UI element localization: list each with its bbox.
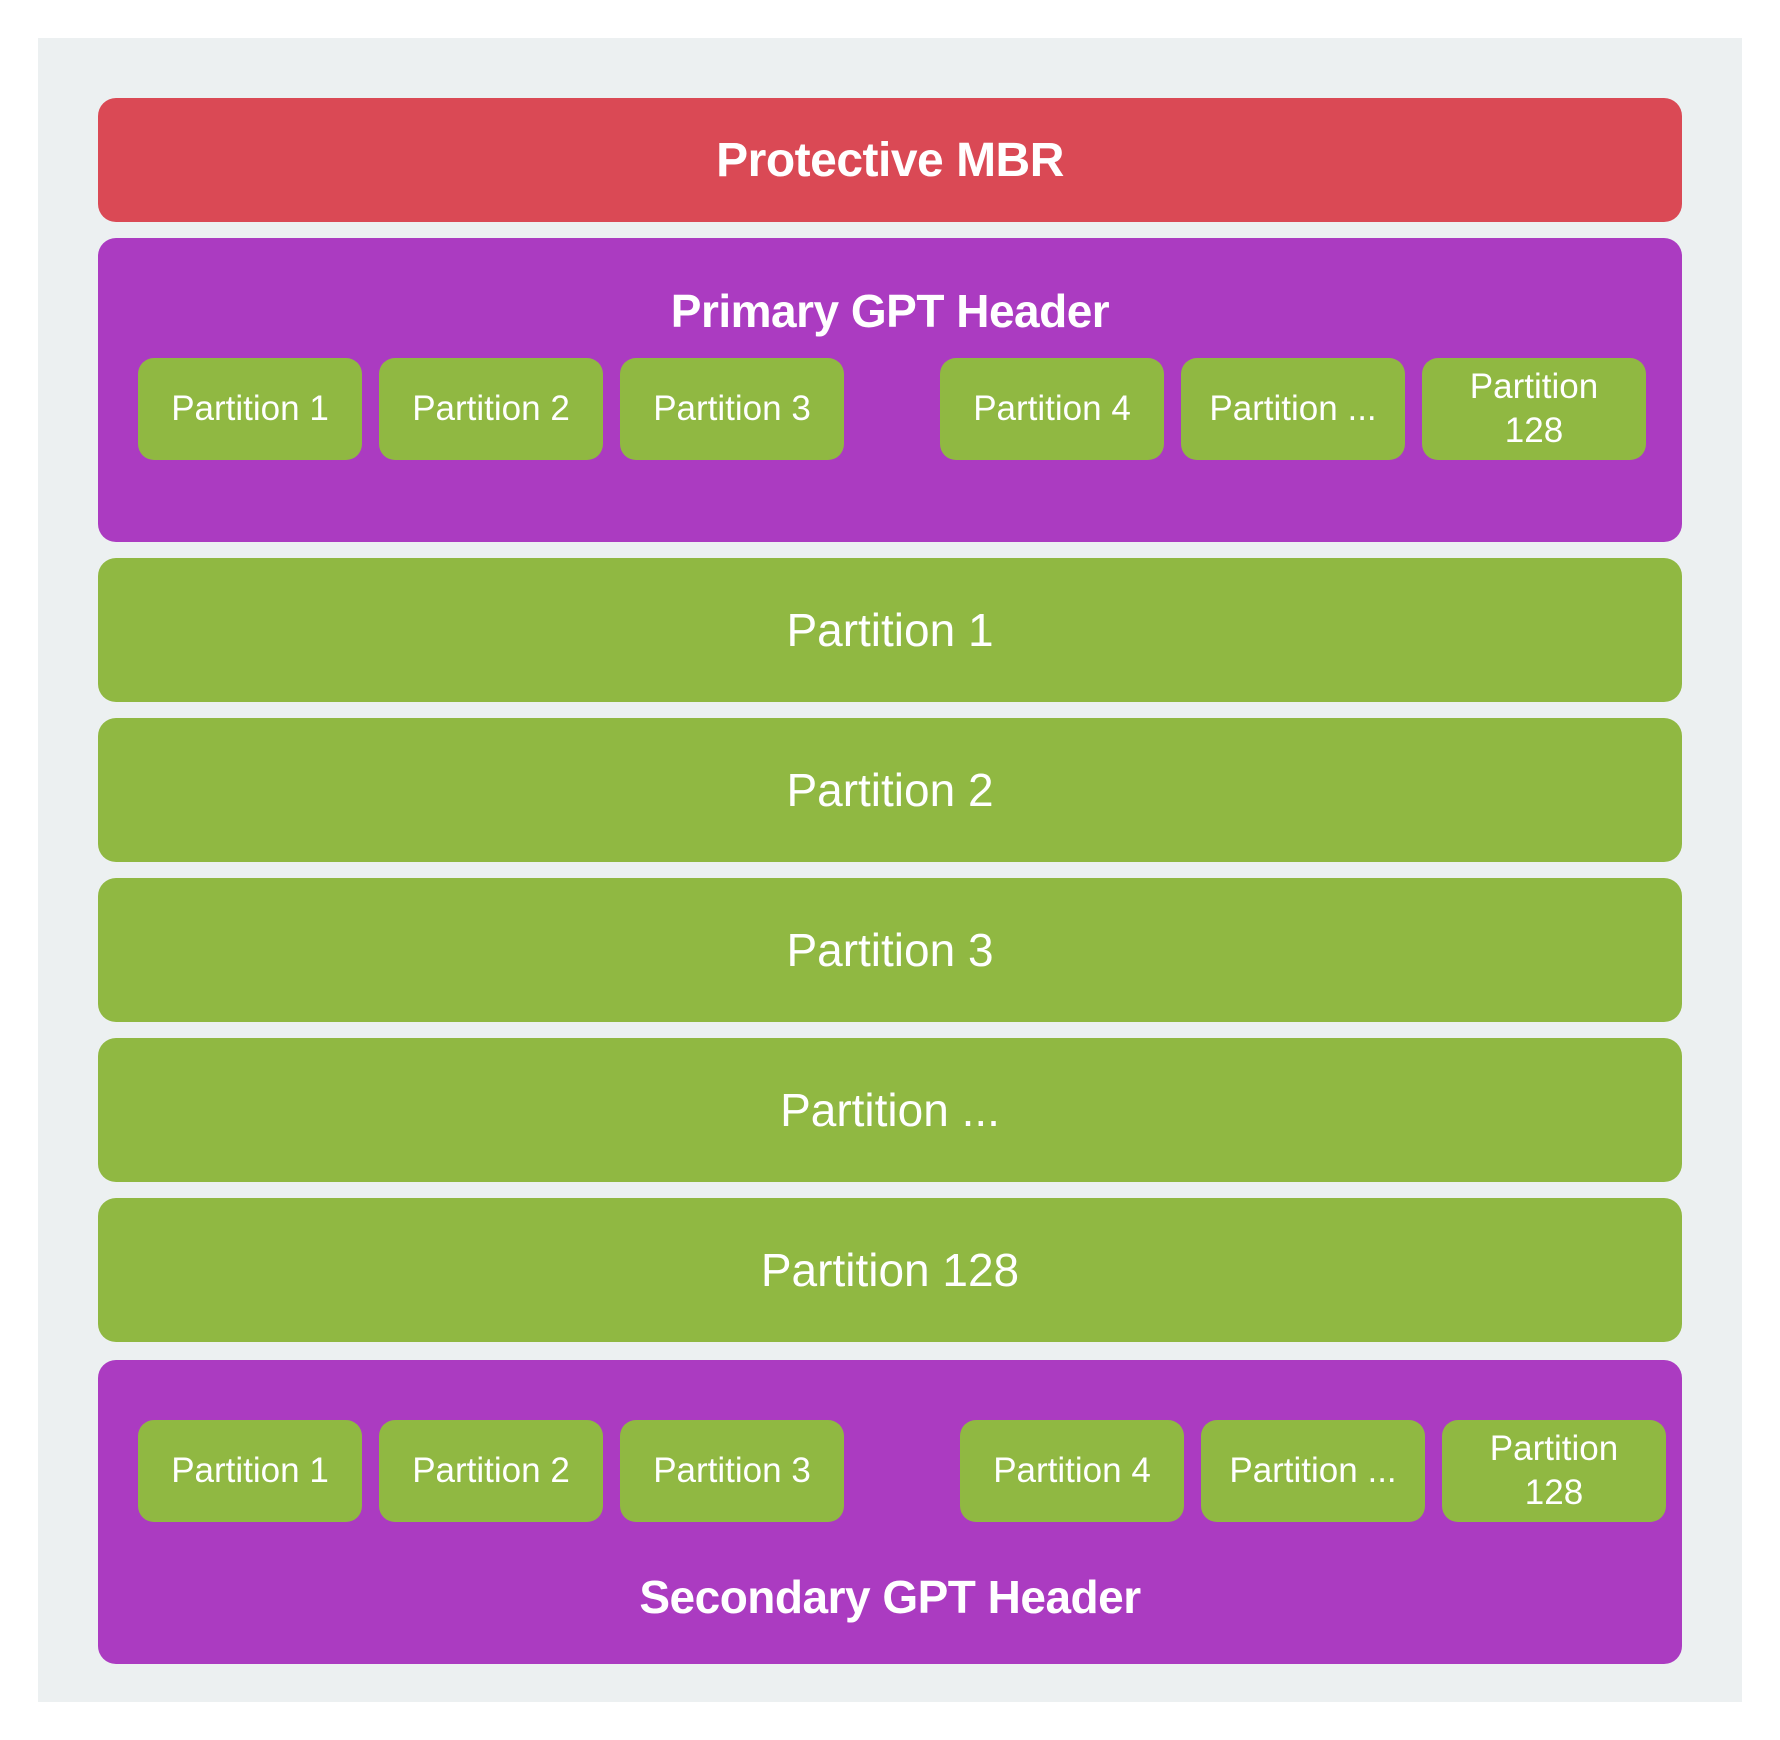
primary-gpt-entry-4: Partition 4 — [940, 358, 1164, 460]
primary-gpt-entry-label: Partition 2 — [412, 389, 570, 429]
partition-block-3: Partition 3 — [98, 878, 1682, 1022]
primary-gpt-entry-label: Partition ... — [1209, 389, 1377, 429]
secondary-gpt-header-title: Secondary GPT Header — [639, 1571, 1141, 1623]
primary-gpt-header-title: Primary GPT Header — [670, 285, 1110, 337]
protective-mbr-block: Protective MBR — [98, 98, 1682, 222]
primary-gpt-entry-label: Partition 4 — [973, 389, 1131, 429]
protective-mbr-label: Protective MBR — [716, 133, 1064, 187]
partition-label: Partition 128 — [760, 1244, 1020, 1296]
partition-label: Partition 1 — [786, 604, 994, 656]
secondary-gpt-entry-2: Partition 2 — [379, 1420, 603, 1522]
partition-block-ellipsis: Partition ... — [98, 1038, 1682, 1182]
secondary-gpt-entry-3: Partition 3 — [620, 1420, 844, 1522]
secondary-gpt-entry-label: Partition 3 — [653, 1451, 811, 1491]
primary-gpt-entry-2: Partition 2 — [379, 358, 603, 460]
secondary-gpt-entry-label: Partition 1 — [171, 1451, 329, 1491]
partition-block-1: Partition 1 — [98, 558, 1682, 702]
primary-gpt-entry-label: Partition 1 — [171, 389, 329, 429]
primary-gpt-entry-3: Partition 3 — [620, 358, 844, 460]
partition-block-2: Partition 2 — [98, 718, 1682, 862]
primary-gpt-entry-128: Partition 128 — [1422, 358, 1646, 460]
secondary-gpt-header-block: Partition 1 Partition 2 Partition 3 Part… — [98, 1360, 1682, 1664]
secondary-gpt-entry-label: Partition 4 — [993, 1451, 1151, 1491]
secondary-gpt-entry-label: Partition 128 — [1489, 1429, 1619, 1512]
secondary-gpt-entry-1: Partition 1 — [138, 1420, 362, 1522]
primary-gpt-entry-label: Partition 128 — [1469, 367, 1599, 450]
primary-gpt-entry-1: Partition 1 — [138, 358, 362, 460]
secondary-gpt-entry-ellipsis: Partition ... — [1201, 1420, 1425, 1522]
secondary-gpt-entry-label: Partition ... — [1229, 1451, 1397, 1491]
partition-label: Partition 3 — [786, 924, 994, 976]
primary-gpt-entry-ellipsis: Partition ... — [1181, 358, 1405, 460]
partition-label: Partition ... — [780, 1084, 1000, 1136]
partition-block-128: Partition 128 — [98, 1198, 1682, 1342]
secondary-gpt-entry-4: Partition 4 — [960, 1420, 1184, 1522]
primary-gpt-header-block: Primary GPT Header Partition 1 Partition… — [98, 238, 1682, 542]
partition-label: Partition 2 — [786, 764, 994, 816]
primary-gpt-entry-label: Partition 3 — [653, 389, 811, 429]
secondary-gpt-entry-label: Partition 2 — [412, 1451, 570, 1491]
secondary-gpt-entry-128: Partition 128 — [1442, 1420, 1666, 1522]
